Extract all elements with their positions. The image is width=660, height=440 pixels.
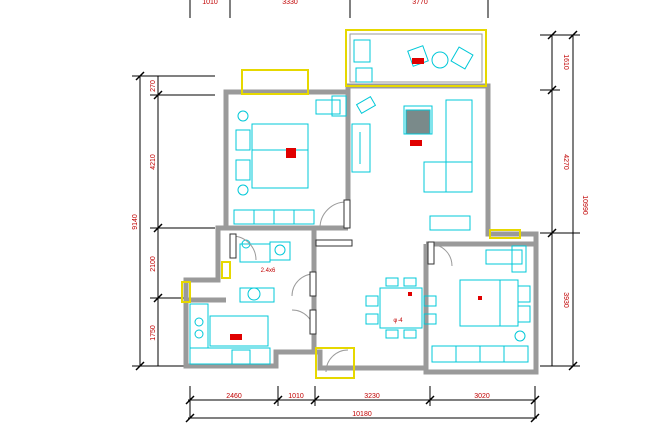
accent-marks <box>230 58 482 340</box>
dim-left-2: 4210 <box>150 154 157 170</box>
dim-bottom-1: 2460 <box>226 393 242 400</box>
dining-note: φ·4 <box>393 318 403 324</box>
furniture <box>189 39 531 365</box>
dimension-ticks <box>135 30 578 423</box>
bathroom-note: 2.4x6 <box>261 268 276 274</box>
dim-right-3: 3930 <box>562 292 569 308</box>
dim-bottom-2: 1010 <box>288 393 304 400</box>
dimension-texts: 1010 3330 3770 2460 1010 3230 3020 10180… <box>132 0 588 418</box>
dim-left-1: 270 <box>150 80 157 92</box>
windows <box>181 69 521 379</box>
dim-left-total: 9140 <box>132 214 139 230</box>
rug <box>405 109 431 135</box>
dim-top-1: 1010 <box>202 0 218 6</box>
dim-right-2: 4270 <box>562 154 569 170</box>
dimension-lines <box>132 0 580 419</box>
dim-right-total: 10990 <box>581 195 588 215</box>
dim-left-3: 2100 <box>150 256 157 272</box>
dim-right-1: 1610 <box>562 54 569 70</box>
dim-bottom-4: 3020 <box>474 393 490 400</box>
dim-top-3: 3770 <box>412 0 428 6</box>
dim-bottom-total: 10180 <box>352 411 372 418</box>
dim-bottom-3: 3230 <box>364 393 380 400</box>
door-leaves <box>229 199 435 335</box>
dim-left-4: 1750 <box>150 325 157 341</box>
balcony <box>345 29 487 87</box>
dim-top-2: 3330 <box>282 0 298 6</box>
walls <box>183 83 539 375</box>
